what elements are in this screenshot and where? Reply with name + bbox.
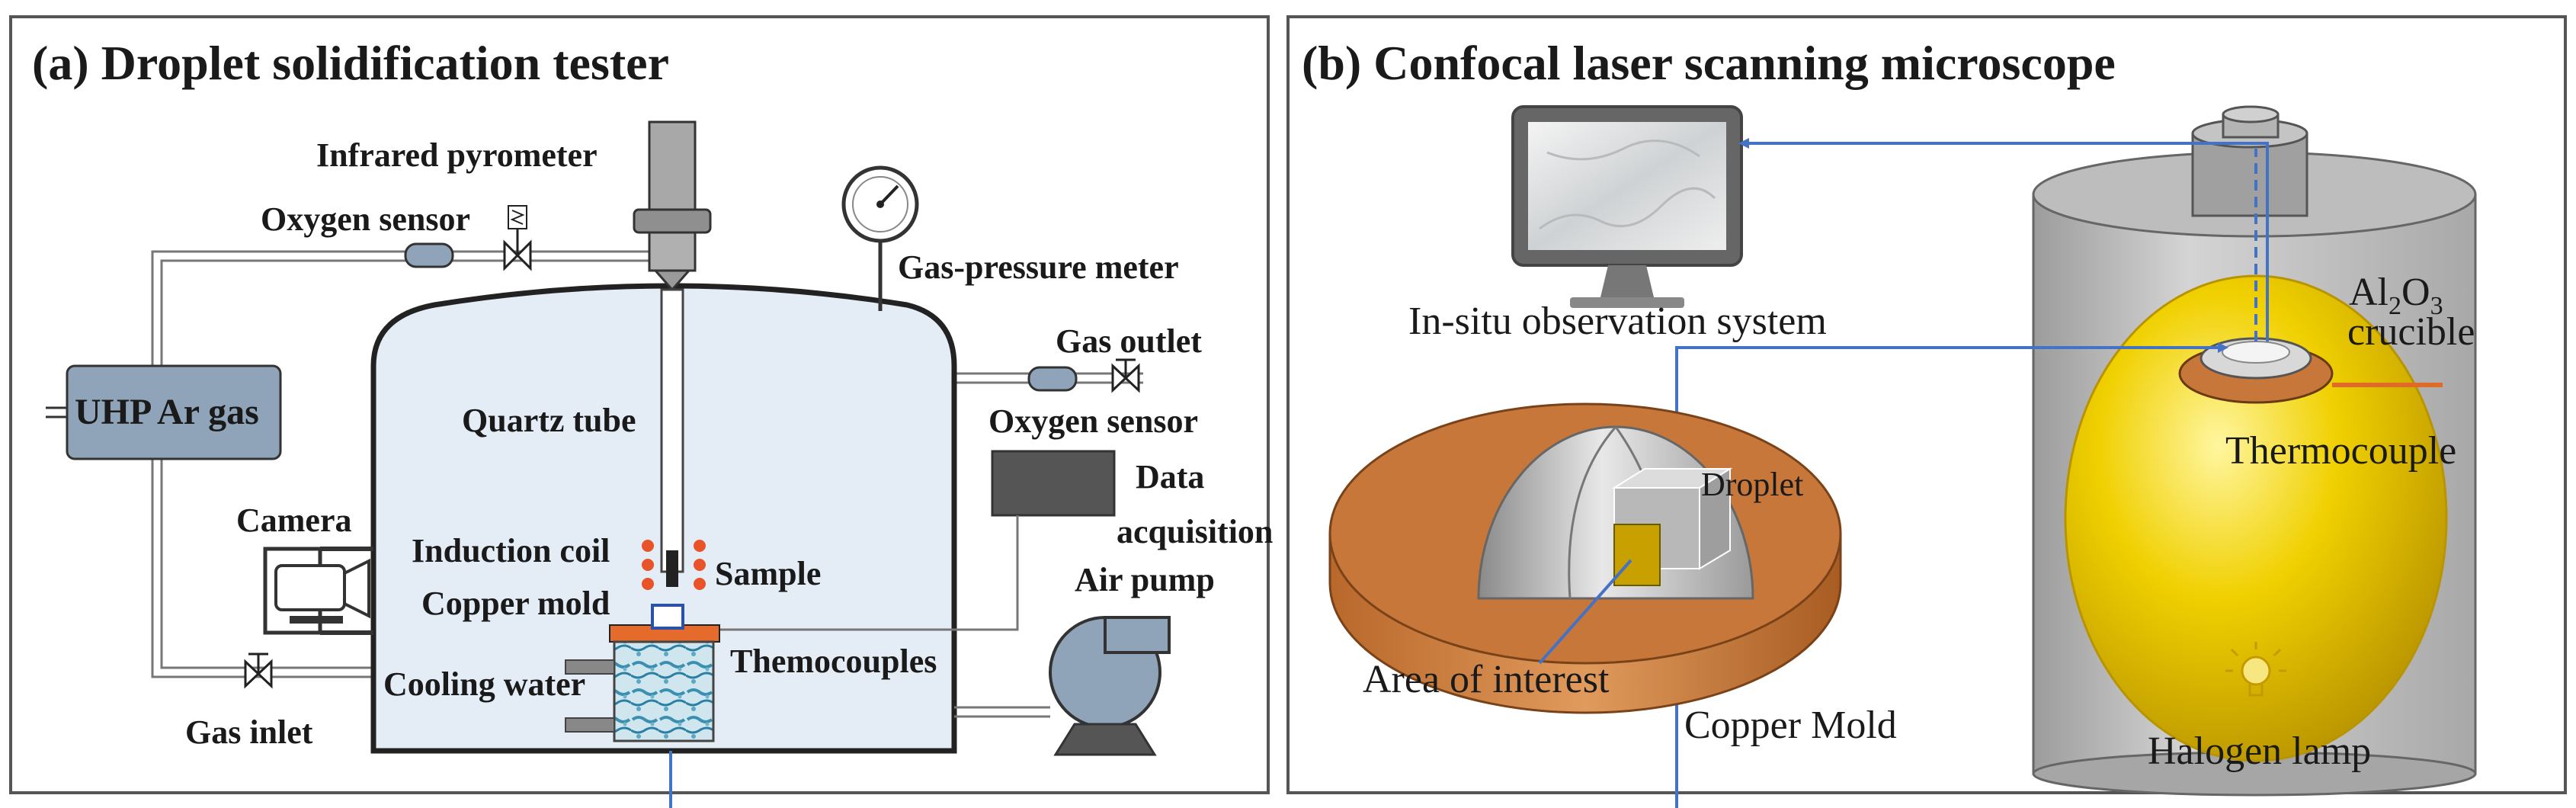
uhp-ar-gas-label: UHP Ar gas <box>75 392 259 432</box>
sample-rod <box>666 550 678 587</box>
oxygen-sensor-top-label: Oxygen sensor <box>261 200 470 238</box>
sample-label: Sample <box>715 555 821 592</box>
al2o3-label: Al2O3 <box>2349 271 2443 320</box>
themocouples-label: Themocouples <box>730 643 937 680</box>
uhp-ar-gas-box <box>66 364 282 460</box>
thermocouple-wire <box>716 515 1019 631</box>
quartz-tube <box>660 288 684 573</box>
camera-label: Camera <box>236 502 352 539</box>
camera-icon <box>263 547 373 635</box>
data-label: Data <box>1136 458 1204 495</box>
oxygen-sensor-top-device <box>404 242 454 268</box>
panel-a-title: (a) Droplet solidification tester <box>32 36 669 90</box>
gas-box-inlet-stub <box>46 406 67 418</box>
area-of-interest-label: Area of interest <box>1363 658 1610 701</box>
induction-coil-label: Induction coil <box>412 532 610 569</box>
valve-inlet-icon <box>244 652 273 689</box>
heating-furnace <box>2064 274 2448 762</box>
cooling-water-label: Cooling water <box>383 665 585 703</box>
signal-to-monitor-arrow <box>1738 138 2269 341</box>
copper-mold-label: Copper mold <box>421 585 610 622</box>
induction-coil-dots <box>642 540 706 590</box>
oxygen-sensor-right-device <box>1027 366 1078 392</box>
monitor-icon <box>1511 105 1743 308</box>
panel-b-title: (b) Confocal laser scanning microscope <box>1302 36 2116 90</box>
crucible <box>2178 337 2334 404</box>
cooling-water-tank <box>613 640 715 742</box>
acquisition-label: acquisition <box>1117 513 1273 550</box>
air-pump-label: Air pump <box>1075 561 1215 598</box>
air-pump-icon <box>954 616 1171 756</box>
gas-pressure-meter-label: Gas-pressure meter <box>898 248 1179 286</box>
infrared-pyrometer-label: Infrared pyrometer <box>316 136 598 174</box>
halogen-lamp-label: Halogen lamp <box>2148 729 2371 773</box>
gas-outlet-label: Gas outlet <box>1056 322 1202 360</box>
valve-top-icon <box>503 205 532 271</box>
gas-inlet-label: Gas inlet <box>185 713 313 751</box>
copper-mold-label-b: Copper Mold <box>1684 704 1897 747</box>
panel-b: (b) Confocal laser scanning microscope I… <box>1286 15 2567 808</box>
valve-outlet-icon <box>1111 358 1140 393</box>
gas-pressure-meter-icon <box>841 165 919 311</box>
in-situ-label: In-situ observation system <box>1408 300 1827 343</box>
droplet-label: Droplet <box>1701 466 1803 503</box>
infrared-pyrometer-device <box>633 120 712 292</box>
data-acquisition-box <box>991 450 1116 517</box>
objective-lens <box>2191 105 2308 217</box>
droplet-dome <box>1477 425 1754 600</box>
crucible-label: crucible <box>2347 310 2475 354</box>
oxygen-sensor-right-label: Oxygen sensor <box>988 402 1198 440</box>
lightbulb-icon <box>2225 642 2286 697</box>
panel-a: (a) Droplet solidification tester UHP Ar… <box>9 15 1273 808</box>
area-pointer-line <box>1538 559 1632 665</box>
cooling-water-pipes <box>565 659 615 733</box>
thermocouple-label: Thermocouple <box>2225 429 2456 473</box>
quartz-tube-label: Quartz tube <box>462 402 636 439</box>
mold-cavity <box>651 604 684 630</box>
